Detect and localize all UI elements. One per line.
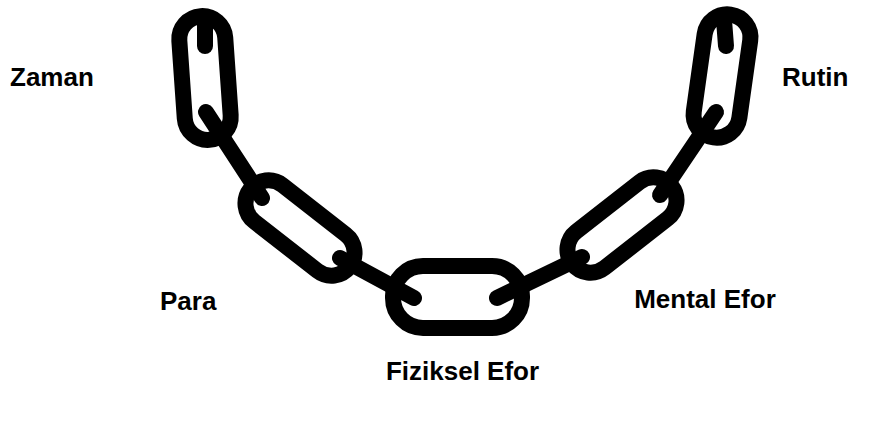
chain-label: Zaman [10, 58, 150, 96]
chain-link [558, 168, 686, 282]
chain-label: Rutin [782, 58, 877, 96]
chain-link [691, 11, 754, 140]
chain-label: Para [160, 282, 260, 320]
chain-label: Fiziksel Efor [385, 352, 540, 390]
chain-link [393, 266, 522, 328]
chain-link [236, 171, 364, 285]
chain-label: Mental Efor [630, 280, 780, 318]
chain-link [178, 15, 233, 142]
chain-link-edge [724, 20, 726, 46]
